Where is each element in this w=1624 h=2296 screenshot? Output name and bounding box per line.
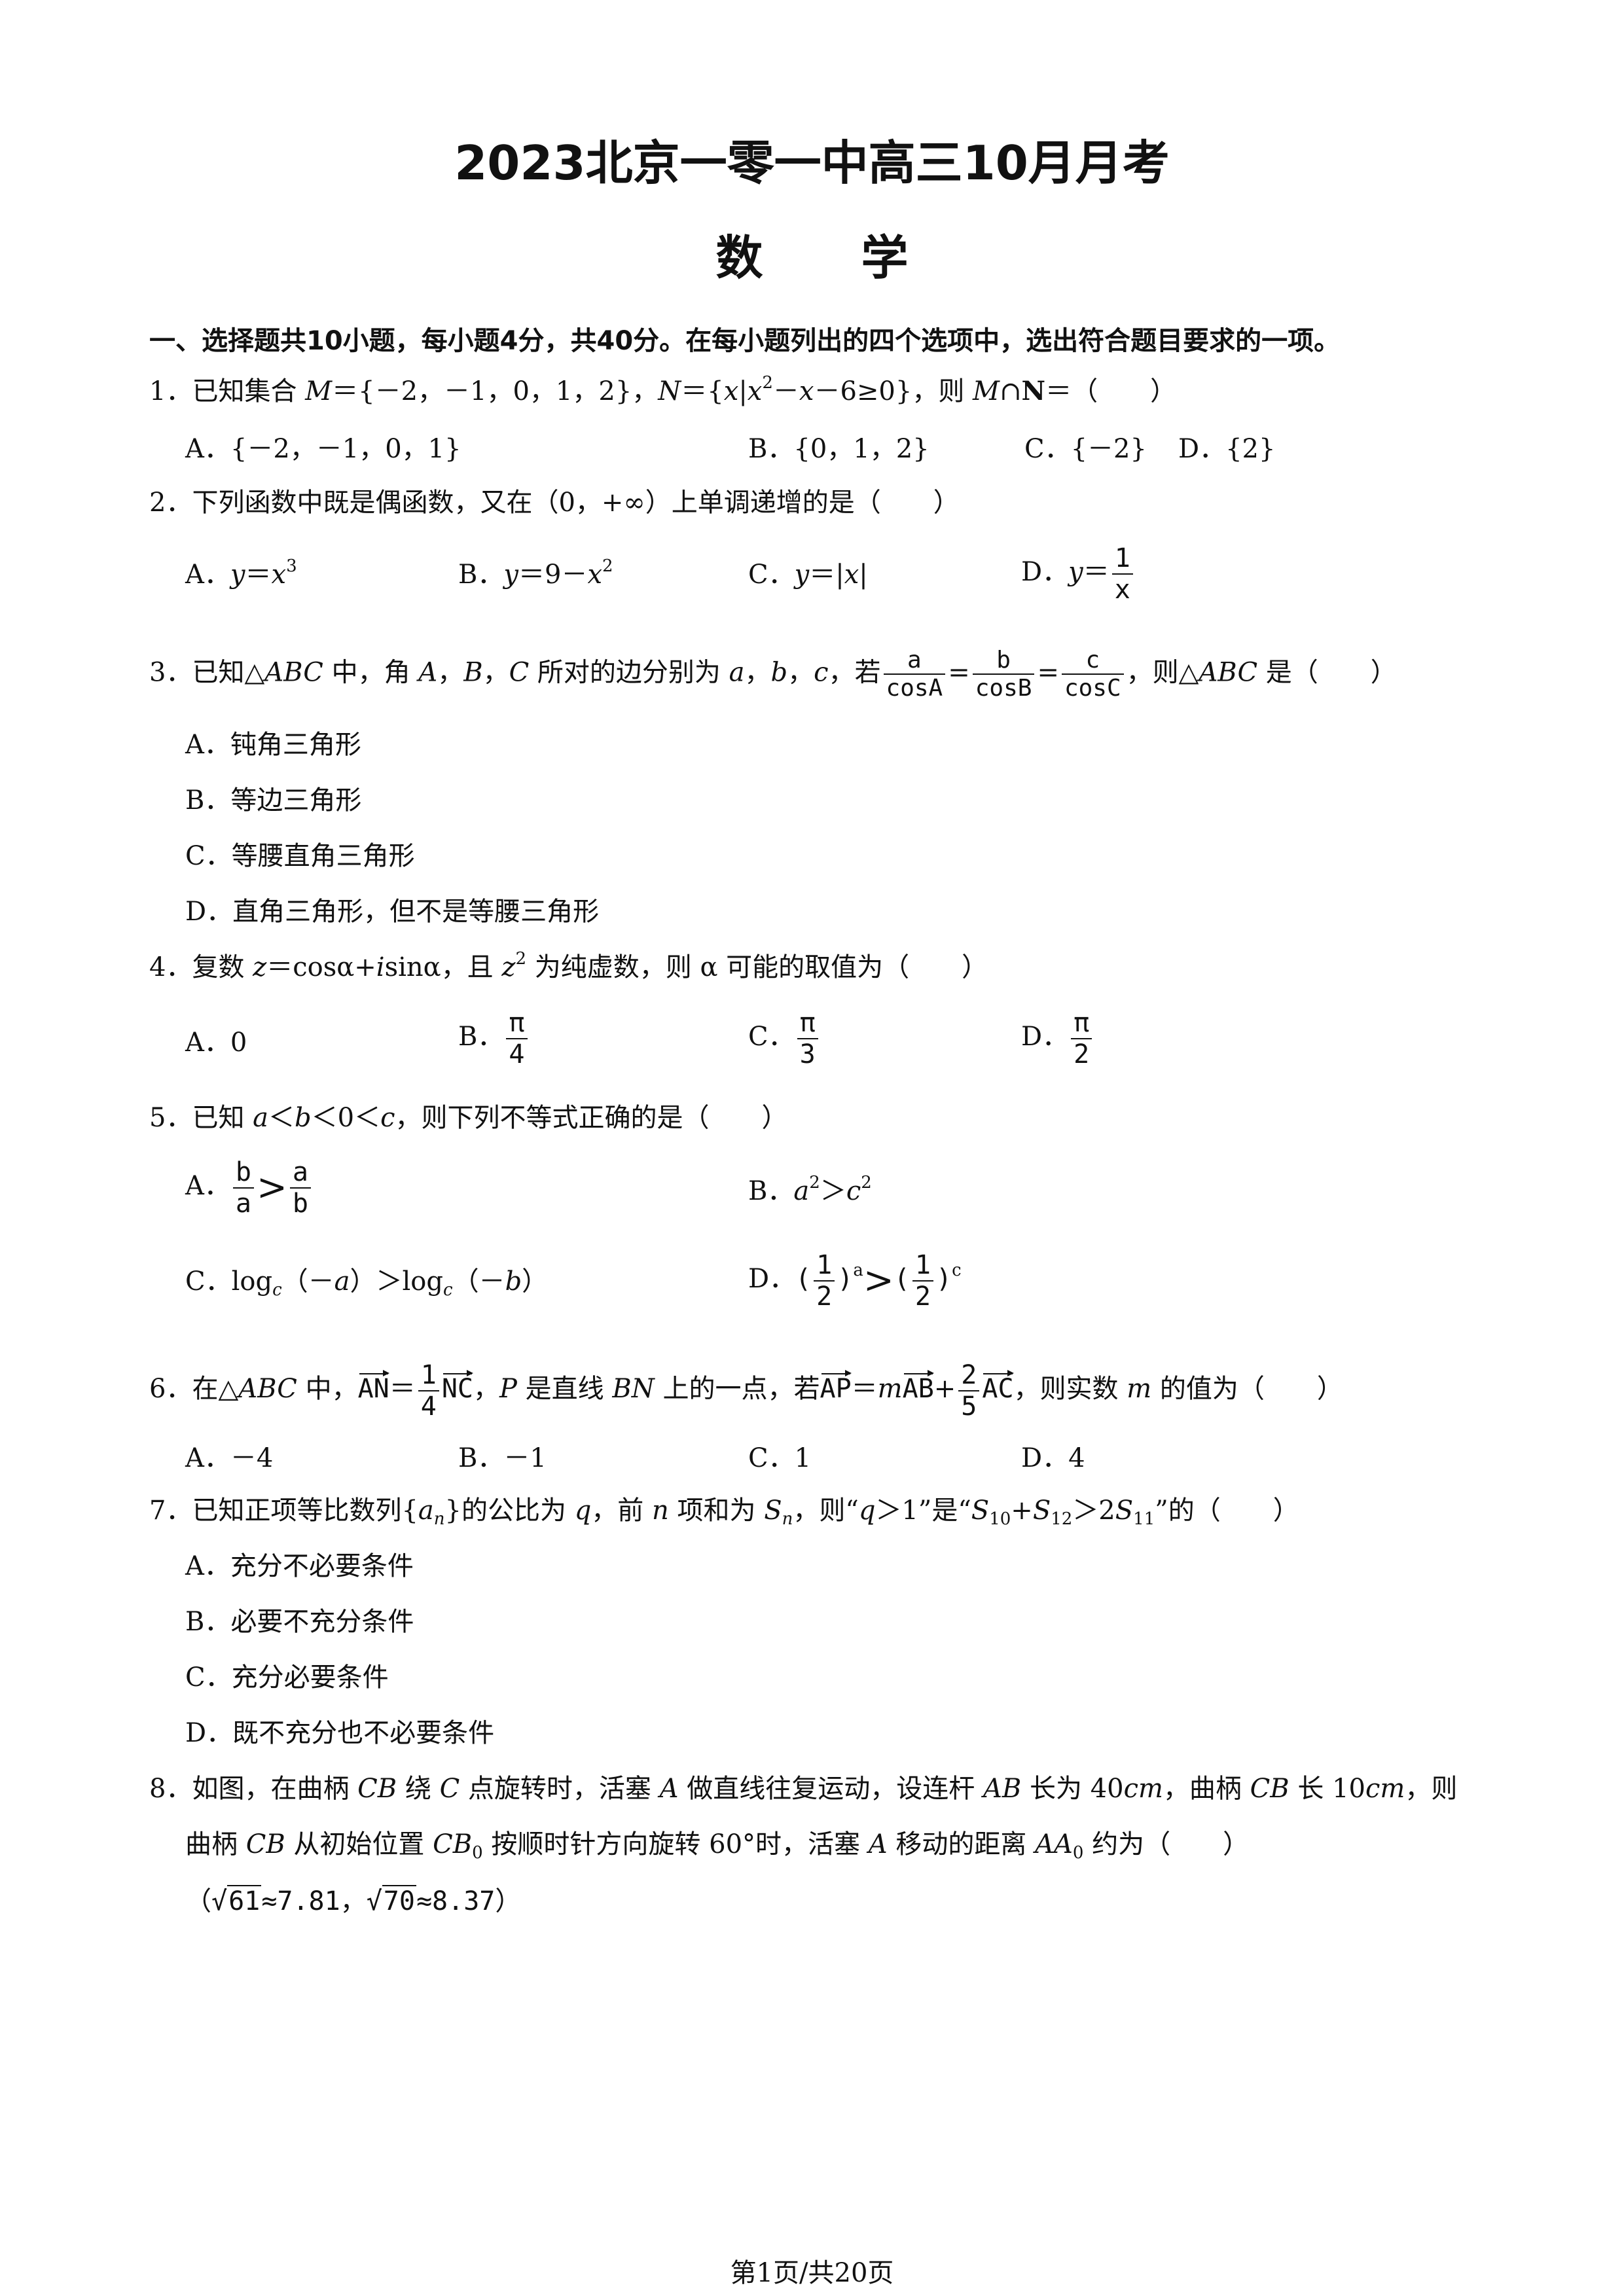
question-1-option-a: A．{－2，－1，0，1}: [185, 434, 461, 464]
question-1-option-c: C．{－2}: [1024, 434, 1147, 464]
exam-title: 2023北京一零一中高三10月月考: [454, 135, 1170, 190]
question-8-stem: 8．如图，在曲柄 CB 绕 C 点旋转时，活塞 A 做直线往复运动，设连杆 AB…: [149, 1774, 1458, 1804]
question-4-option-a: A．0: [185, 1028, 247, 1058]
page-footer: 第1页/共20页: [730, 2258, 894, 2288]
question-2-option-c: C．y＝|x|: [748, 560, 868, 590]
question-2-option-b: B．y＝9－x2: [458, 556, 613, 590]
question-6-option-a: A．－4: [185, 1443, 274, 1473]
section-heading: 一、选择题共10小题，每小题4分，共40分。在每小题列出的四个选项中，选出符合题…: [149, 326, 1341, 356]
question-1-stem: 1．已知集合 M＝{－2，－1，0，1，2}，N＝{x|x2－x－6≥0}，则 …: [149, 373, 1177, 406]
subject-title: 数学: [715, 230, 1007, 285]
question-8-hint: （√61≈7.81，√70≈8.37）: [185, 1885, 522, 1916]
question-3-option-c: C．等腰直角三角形: [185, 841, 415, 871]
question-2-stem: 2．下列函数中既是偶函数，又在（0，+∞）上单调递增的是（ ）: [149, 488, 960, 518]
question-3-option-b: B．等边三角形: [185, 785, 362, 816]
question-4-stem: 4．复数 z＝cosα+isinα，且 z2 为纯虚数，则 α 可能的取值为（ …: [149, 949, 988, 982]
question-6-option-c: C．1: [748, 1443, 812, 1473]
question-7-option-c: C．充分必要条件: [185, 1662, 389, 1693]
question-6-option-b: B．－1: [458, 1443, 547, 1473]
question-5-stem: 5．已知 a＜b＜0＜c，则下列不等式正确的是（ ）: [149, 1103, 788, 1133]
question-3-option-d: D．直角三角形，但不是等腰三角形: [185, 897, 600, 927]
question-8-stem-cont: 曲柄 CB 从初始位置 CB0 按顺时针方向旋转 60°时，活塞 A 移动的距离…: [185, 1829, 1250, 1863]
question-2-option-a: A．y＝x3: [185, 556, 297, 590]
question-3-option-a: A．钝角三角形: [185, 730, 361, 760]
question-6-option-d: D．4: [1021, 1443, 1085, 1473]
question-7-option-b: B．必要不充分条件: [185, 1607, 414, 1637]
question-5-option-b: B．a2＞c2: [748, 1173, 872, 1206]
question-1-option-b: B．{0，1，2}: [748, 434, 929, 464]
question-7-option-a: A．充分不必要条件: [185, 1551, 414, 1581]
question-1-option-d: D．{2}: [1178, 434, 1276, 464]
question-7-stem: 7．已知正项等比数列{an}的公比为 q，前 n 项和为 Sn，则“q＞1”是“…: [149, 1496, 1299, 1529]
question-7-option-d: D．既不充分也不必要条件: [185, 1718, 495, 1748]
question-5-option-c: C．logc（－a）＞logc（－b）: [185, 1266, 549, 1300]
